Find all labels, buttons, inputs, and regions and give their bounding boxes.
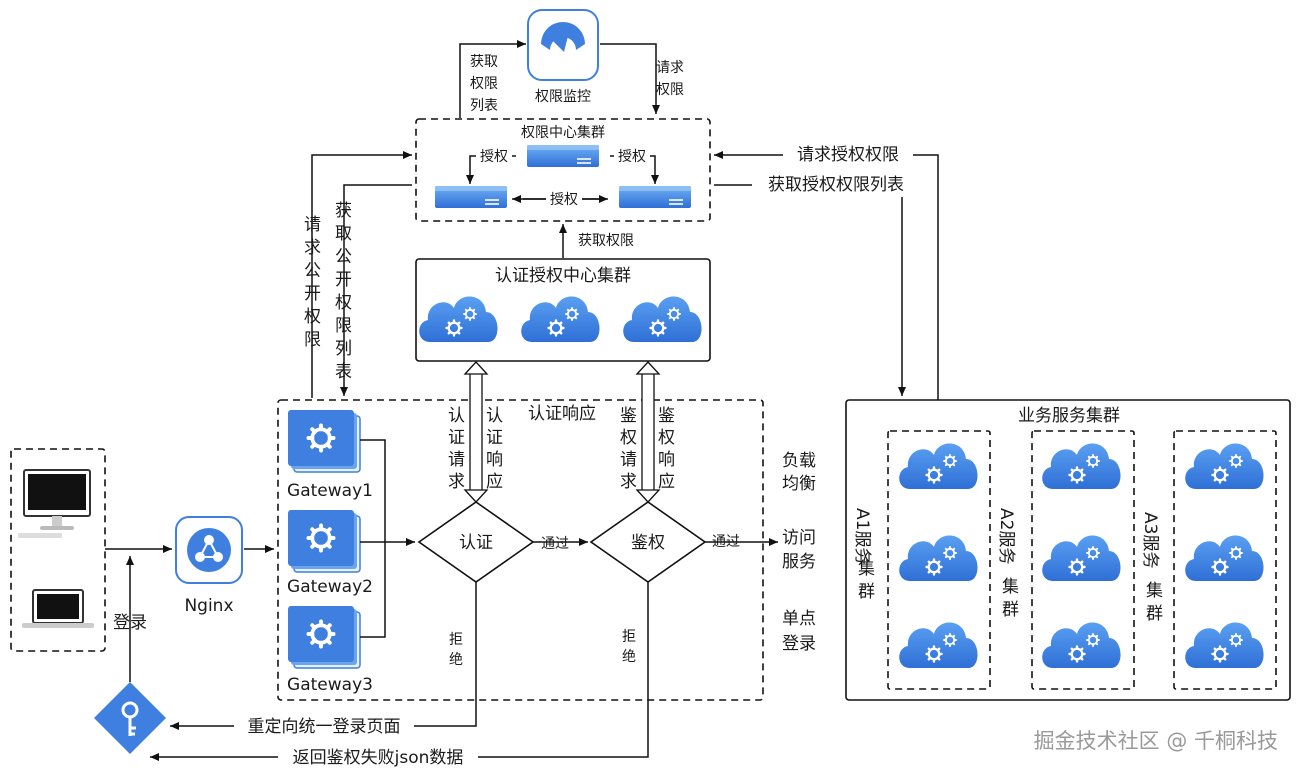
server-icon	[618, 185, 692, 209]
get-auth-list-label: 获取授权权限列表	[768, 175, 904, 195]
monitor-left-label: 获取权限列表	[470, 54, 498, 114]
feature-access-service: 访问服务	[782, 528, 816, 572]
gateway-cluster: Gateway1 Gateway2 Gateway3 认证 通过 鉴权 通过 认…	[277, 399, 778, 701]
business-cluster-title: 业务服务集群	[1018, 406, 1120, 426]
business-service-cluster: 业务服务集群 A1服务 集群 A2服务 集群 A3服务 集群	[845, 399, 1291, 701]
edge-label-bottom: 授权	[550, 192, 578, 208]
subcluster-a2-label-cont: 集群	[1002, 577, 1019, 620]
subcluster-a3-label: A3服务	[1140, 512, 1160, 568]
gateway3-label: Gateway3	[287, 675, 373, 695]
auth-node-label: 认证	[459, 533, 493, 553]
gateway-icon	[288, 606, 360, 668]
subcluster-a2-label: A2服务	[996, 508, 1016, 564]
auth-request-label: 认证请求	[448, 406, 465, 492]
feature-sso: 单点登录	[782, 609, 816, 654]
monitor-label: 权限监控	[535, 89, 591, 105]
cloud-icon	[1185, 535, 1263, 581]
cloud-icon	[623, 296, 701, 342]
cloud-icon	[1185, 443, 1263, 489]
auth-cluster-title: 认证授权中心集群	[495, 266, 631, 286]
check-response-label: 鉴权响应	[658, 406, 675, 492]
cloud-icon	[1185, 622, 1263, 668]
reject-label-1: 拒绝	[449, 632, 463, 668]
gateway-icon	[288, 510, 360, 572]
server-icon	[434, 185, 508, 209]
network-icon	[187, 528, 231, 572]
subcluster-a1-label-cont: 集群	[858, 559, 875, 602]
subcluster-a1	[887, 430, 991, 690]
monitor-right-label: 请求权限	[656, 60, 684, 98]
subcluster-a2	[1031, 430, 1135, 690]
subcluster-a3-label-cont: 集群	[1146, 581, 1163, 624]
cloud-icon	[419, 296, 497, 342]
check-node-label: 鉴权	[631, 533, 665, 553]
cloud-icon	[1042, 535, 1120, 581]
request-auth-label: 请求授权权限	[797, 145, 899, 165]
pass-label-1: 通过	[541, 536, 569, 552]
fail-json-label: 返回鉴权失败json数据	[293, 748, 464, 768]
edge-label-right: 授权	[618, 149, 646, 165]
edge-label-left: 授权	[480, 149, 508, 165]
server-icon	[526, 144, 600, 168]
subcluster-a3	[1173, 430, 1277, 690]
cloud-icon	[521, 296, 599, 342]
gateway2-label: Gateway2	[287, 577, 373, 597]
watermark: 掘金技术社区 @ 千桐科技	[1034, 729, 1278, 753]
desktop-icon	[18, 469, 91, 538]
nginx-label: Nginx	[184, 596, 233, 616]
get-public-permission-list-label: 获取公开权限列表	[335, 201, 352, 382]
request-public-permission-label: 请求公开权限	[304, 215, 321, 350]
cloud-icon	[1042, 443, 1120, 489]
login-label: 登录	[113, 613, 147, 633]
check-request-label: 鉴权请求	[620, 406, 637, 492]
subcluster-a1-label: A1服务	[852, 508, 872, 564]
nginx-node: Nginx	[175, 516, 243, 616]
key-icon	[94, 682, 166, 754]
cloud-icon	[899, 535, 977, 581]
gateway1-label: Gateway1	[287, 481, 373, 501]
cloud-icon	[1042, 622, 1120, 668]
get-permission-label: 获取权限	[578, 233, 634, 249]
auth-center-cluster: 认证授权中心集群	[415, 258, 711, 362]
redirect-label: 重定向统一登录页面	[248, 717, 401, 737]
reject-label-2: 拒绝	[622, 629, 636, 665]
cloud-icon	[899, 622, 977, 668]
auth-response-top-label: 认证响应	[528, 404, 596, 424]
permission-center-cluster: 权限中心集群 授权 授权 授权	[415, 118, 711, 222]
pass-label-2: 通过	[712, 534, 740, 550]
check-double-arrow	[635, 361, 661, 503]
cloud-icon	[899, 443, 977, 489]
auth-response-label: 认证响应	[486, 406, 503, 492]
laptop-icon	[22, 589, 94, 628]
client-devices	[10, 448, 106, 652]
feature-load-balance: 负载均衡	[782, 451, 816, 494]
auth-double-arrow	[463, 361, 489, 503]
gateway-icon	[288, 410, 360, 472]
gauge-icon	[541, 22, 585, 52]
perm-cluster-title: 权限中心集群	[521, 124, 605, 141]
permission-monitor: 权限监控	[527, 9, 599, 105]
